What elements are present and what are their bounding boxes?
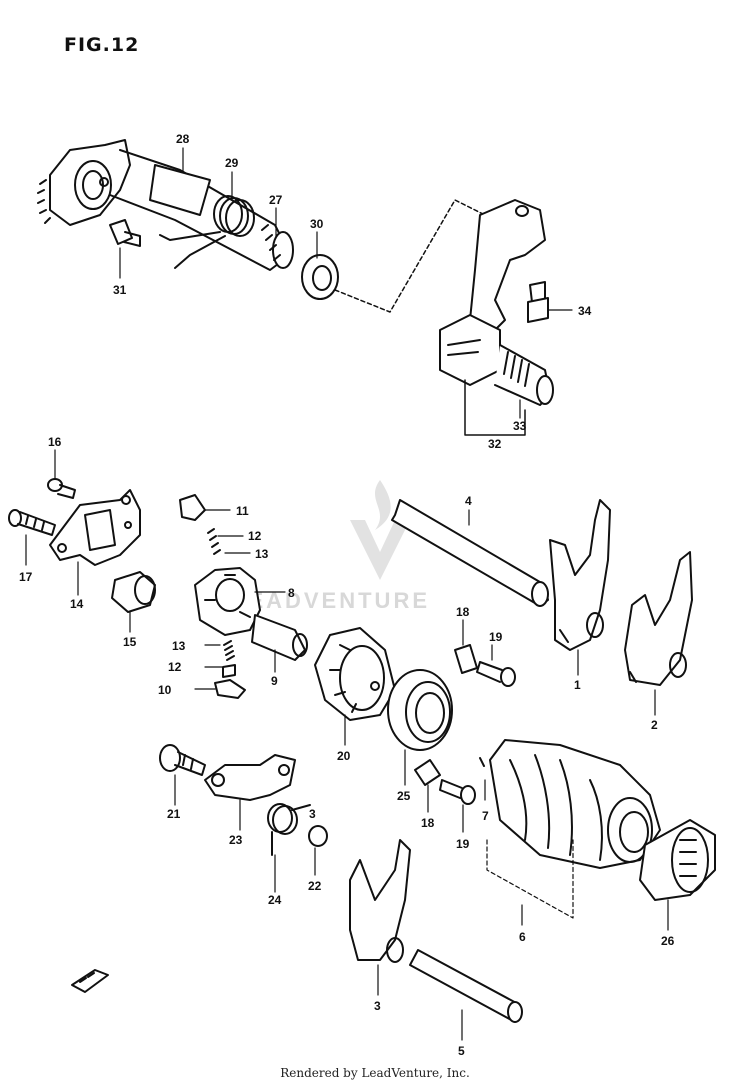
callout-1: 1 xyxy=(574,678,581,692)
watermark-logo xyxy=(350,480,410,580)
washer-18-part xyxy=(454,644,478,674)
callout-7: 7 xyxy=(482,809,489,823)
shift-fork-2-part xyxy=(624,551,693,686)
pawl-10-part xyxy=(214,679,246,699)
callout-9: 9 xyxy=(271,674,278,688)
callout-numbers: 28 29 27 30 31 34 33 32 16 17 14 15 11 1… xyxy=(19,132,675,1058)
bolt-17-part xyxy=(8,509,56,536)
cam-driven-gear-20-part xyxy=(314,627,396,721)
gear-shift-shaft-part xyxy=(37,139,294,271)
callout-28: 28 xyxy=(176,132,190,146)
front-direction-icon xyxy=(71,969,109,993)
callout-14: 14 xyxy=(70,597,84,611)
washer-18b-part xyxy=(414,759,441,786)
callout-3-small: 3 xyxy=(309,807,316,821)
callout-11: 11 xyxy=(236,504,249,518)
stopper-arm-23-part xyxy=(204,754,296,801)
pin-11-part xyxy=(179,494,206,521)
callout-30: 30 xyxy=(310,217,324,231)
callout-2: 2 xyxy=(651,718,658,732)
pin-12-part xyxy=(222,664,236,678)
pin-9-part xyxy=(251,614,308,661)
washer-22-part xyxy=(308,825,328,847)
oil-seal-30-part xyxy=(301,254,339,300)
screw-19-part xyxy=(476,661,516,687)
callout-29: 29 xyxy=(225,156,239,170)
bracket-32 xyxy=(464,379,526,436)
callout-32: 32 xyxy=(488,437,502,451)
callout-23: 23 xyxy=(229,833,243,847)
callout-13-bottom: 13 xyxy=(172,639,186,653)
spring-13b-part xyxy=(223,640,235,661)
return-spring-part xyxy=(159,195,255,269)
callout-27: 27 xyxy=(269,193,283,207)
callout-13-top: 13 xyxy=(255,547,269,561)
callout-5: 5 xyxy=(458,1044,465,1058)
callout-26: 26 xyxy=(661,934,675,948)
leader-lines xyxy=(25,147,669,1041)
fork-shaft-4-part xyxy=(391,499,549,607)
callout-4: 4 xyxy=(465,494,472,508)
shift-fork-3-part xyxy=(349,839,411,963)
screw-19b-part xyxy=(439,779,476,805)
callout-8: 8 xyxy=(288,586,295,600)
shift-cam-8-part xyxy=(194,567,261,636)
callout-19-top: 19 xyxy=(489,630,503,644)
callout-10: 10 xyxy=(158,683,172,697)
figure-title: FIG.12 xyxy=(64,34,140,56)
bolt-21-part xyxy=(159,744,206,776)
spring-13-part xyxy=(207,528,221,555)
spacer-15-part xyxy=(111,571,156,613)
connection-line xyxy=(334,199,486,313)
callout-15: 15 xyxy=(123,635,137,649)
callout-22: 22 xyxy=(308,879,322,893)
bolt-34-part xyxy=(527,281,549,323)
shift-arm-part xyxy=(439,199,554,406)
gearshift-cam-drum-6-part xyxy=(489,739,661,869)
callout-25: 25 xyxy=(397,789,411,803)
callout-18-top: 18 xyxy=(456,605,470,619)
callout-19-bottom: 19 xyxy=(456,837,470,851)
callout-31: 31 xyxy=(113,283,127,297)
callout-12-top: 12 xyxy=(248,529,262,543)
fork-shaft-5-part xyxy=(409,949,523,1023)
callout-16: 16 xyxy=(48,435,62,449)
spring-24-part xyxy=(267,803,311,856)
footer-credit: Rendered by LeadVenture, Inc. xyxy=(280,1066,470,1080)
callout-24: 24 xyxy=(268,893,282,907)
callout-34: 34 xyxy=(578,304,592,318)
callout-6: 6 xyxy=(519,930,526,944)
callout-12-bottom: 12 xyxy=(168,660,182,674)
callout-18-bottom: 18 xyxy=(421,816,435,830)
bolt-31-part xyxy=(109,219,141,247)
bearing-25-part xyxy=(387,669,453,751)
guide-plate-14-part xyxy=(49,489,141,566)
bearing-26-part xyxy=(639,819,716,901)
shift-fork-1-part xyxy=(549,499,611,651)
pin-7-part xyxy=(479,757,485,767)
bolt-16-part xyxy=(47,478,76,499)
callout-3: 3 xyxy=(374,999,381,1013)
callout-20: 20 xyxy=(337,749,351,763)
callout-17: 17 xyxy=(19,570,33,584)
callout-21: 21 xyxy=(167,807,181,821)
callout-33: 33 xyxy=(513,419,527,433)
